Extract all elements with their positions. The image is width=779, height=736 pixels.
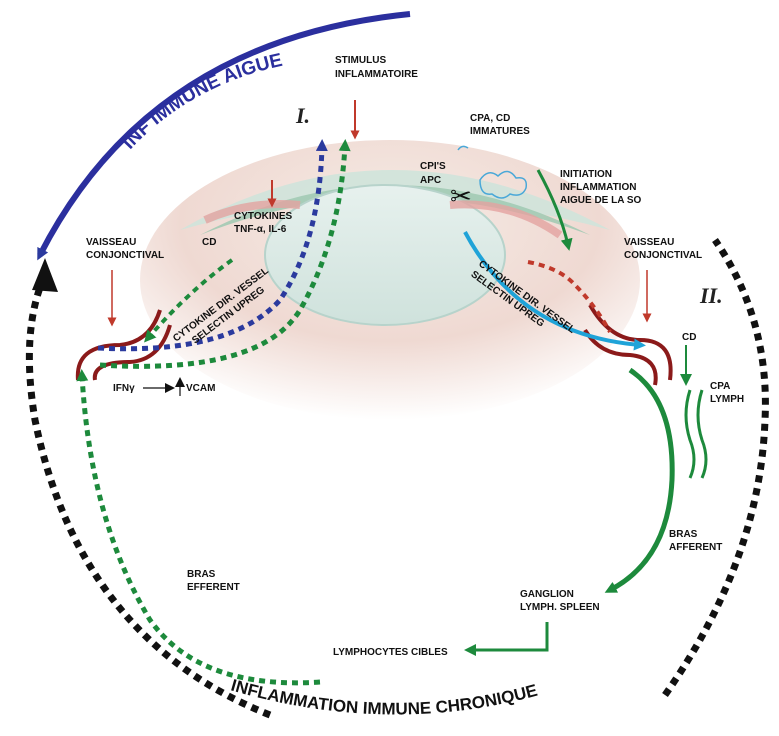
bras-efferent-label-1: BRAS [187, 569, 216, 580]
cpa-cd-label-2: IMMATURES [470, 126, 530, 137]
initiation-label-2: INFLAMMATION [560, 182, 636, 193]
lymphocytes-label: LYMPHOCYTES CIBLES [333, 647, 448, 658]
cytokines-label-1: CYTOKINES [234, 211, 292, 222]
svg-text:✂: ✂ [450, 181, 472, 211]
bras-afferent-label-2: AFFERENT [669, 542, 722, 553]
left-vessel-lower [95, 325, 170, 380]
cpa-lymph-label-2: LYMPH [710, 394, 744, 405]
bras-afferent-label-1: BRAS [669, 529, 698, 540]
left-vessel [78, 310, 170, 380]
green-ganglion-to-lymphocytes [470, 622, 547, 650]
stage-two-label: II. [699, 283, 723, 308]
ganglion-label-1: GANGLION [520, 589, 574, 600]
scissors-icon: ✂ [450, 181, 472, 211]
cytokines-label-2: TNF-α, IL-6 [234, 224, 287, 235]
green-dashed-efferent [82, 375, 320, 683]
vaisseau-right-label-1: VAISSEAU [624, 237, 674, 248]
cpa-cd-label-1: CPA, CD [470, 113, 510, 124]
stimulus-label-2: INFLAMMATOIRE [335, 69, 418, 80]
initiation-label-1: INITIATION [560, 169, 612, 180]
vaisseau-left-label-2: CONJONCTIVAL [86, 250, 164, 261]
chronic-arc-arrowhead [32, 258, 58, 292]
ifn-label: IFNγ [113, 383, 135, 394]
cpa-lymph-label-1: CPA [710, 381, 730, 392]
acute-arc-label: INF IMMUNE AIGUE [118, 50, 284, 154]
chronic-arc-right [665, 240, 765, 695]
initiation-label-3: AIGUE DE LA SO [560, 195, 642, 206]
stage-one-label: I. [295, 103, 310, 128]
green-lymph-wave-1 [686, 390, 694, 478]
cpis-label-2: APC [420, 175, 441, 186]
vaisseau-right-label-2: CONJONCTIVAL [624, 250, 702, 261]
vcam-label: VCAM [186, 383, 215, 394]
green-afferent-arc [610, 370, 672, 590]
left-vessel-upper [78, 310, 160, 380]
vaisseau-left-label-1: VAISSEAU [86, 237, 136, 248]
stimulus-label-1: STIMULUS [335, 55, 386, 66]
ganglion-label-2: LYMPH. SPLEEN [520, 602, 600, 613]
cpis-label-1: CPI'S [420, 161, 446, 172]
bras-efferent-label-2: EFFERENT [187, 582, 240, 593]
cd-right-label: CD [682, 332, 696, 343]
cd-left-label: CD [202, 237, 216, 248]
green-lymph-wave-2 [698, 390, 706, 478]
